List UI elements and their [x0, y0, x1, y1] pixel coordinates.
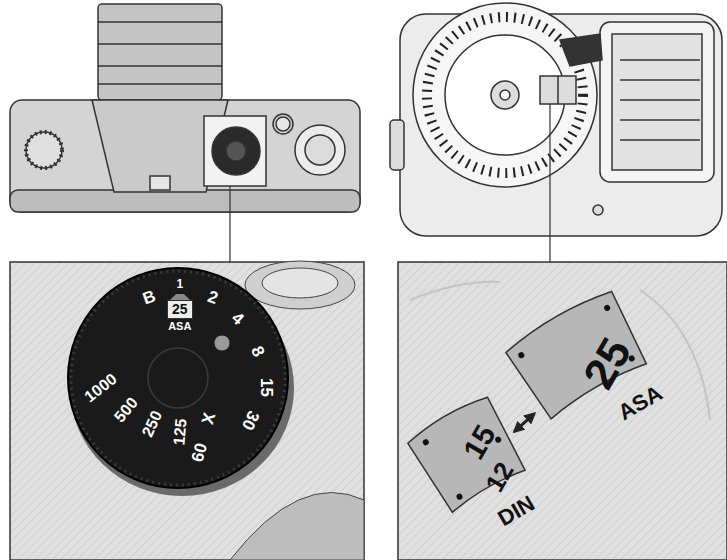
- window-unit: ASA: [167, 320, 193, 333]
- dial-number: B: [140, 287, 157, 307]
- dial-number: 15: [257, 378, 274, 397]
- dial-number: 8: [248, 343, 267, 359]
- dial-number: 60: [188, 441, 209, 464]
- scale-unit: ASA: [615, 382, 666, 424]
- double-arrow: [514, 414, 534, 432]
- film-speed-window: 25ASA: [167, 300, 193, 334]
- dial-number: 500: [111, 395, 140, 426]
- dial-number: 4: [228, 309, 246, 328]
- dial-number: 1000: [82, 371, 120, 406]
- dial-number: 2: [205, 287, 220, 306]
- dial-number: 30: [238, 408, 261, 432]
- dial-number: 1: [177, 278, 184, 290]
- dial-number: X: [198, 410, 217, 425]
- asa-scale-plate: 25ASA: [497, 281, 672, 454]
- dial-number: 125: [171, 418, 189, 446]
- shutter-dial-inset: [10, 261, 364, 560]
- dial-number: 250: [139, 409, 165, 440]
- scale-unit: DIN: [494, 492, 538, 530]
- light-meter: [390, 3, 722, 262]
- window-value: 25: [167, 300, 193, 319]
- camera-top-view: [10, 4, 360, 262]
- din-scale-plate: 1512DIN: [400, 388, 549, 546]
- film-speed-inset: [398, 262, 727, 560]
